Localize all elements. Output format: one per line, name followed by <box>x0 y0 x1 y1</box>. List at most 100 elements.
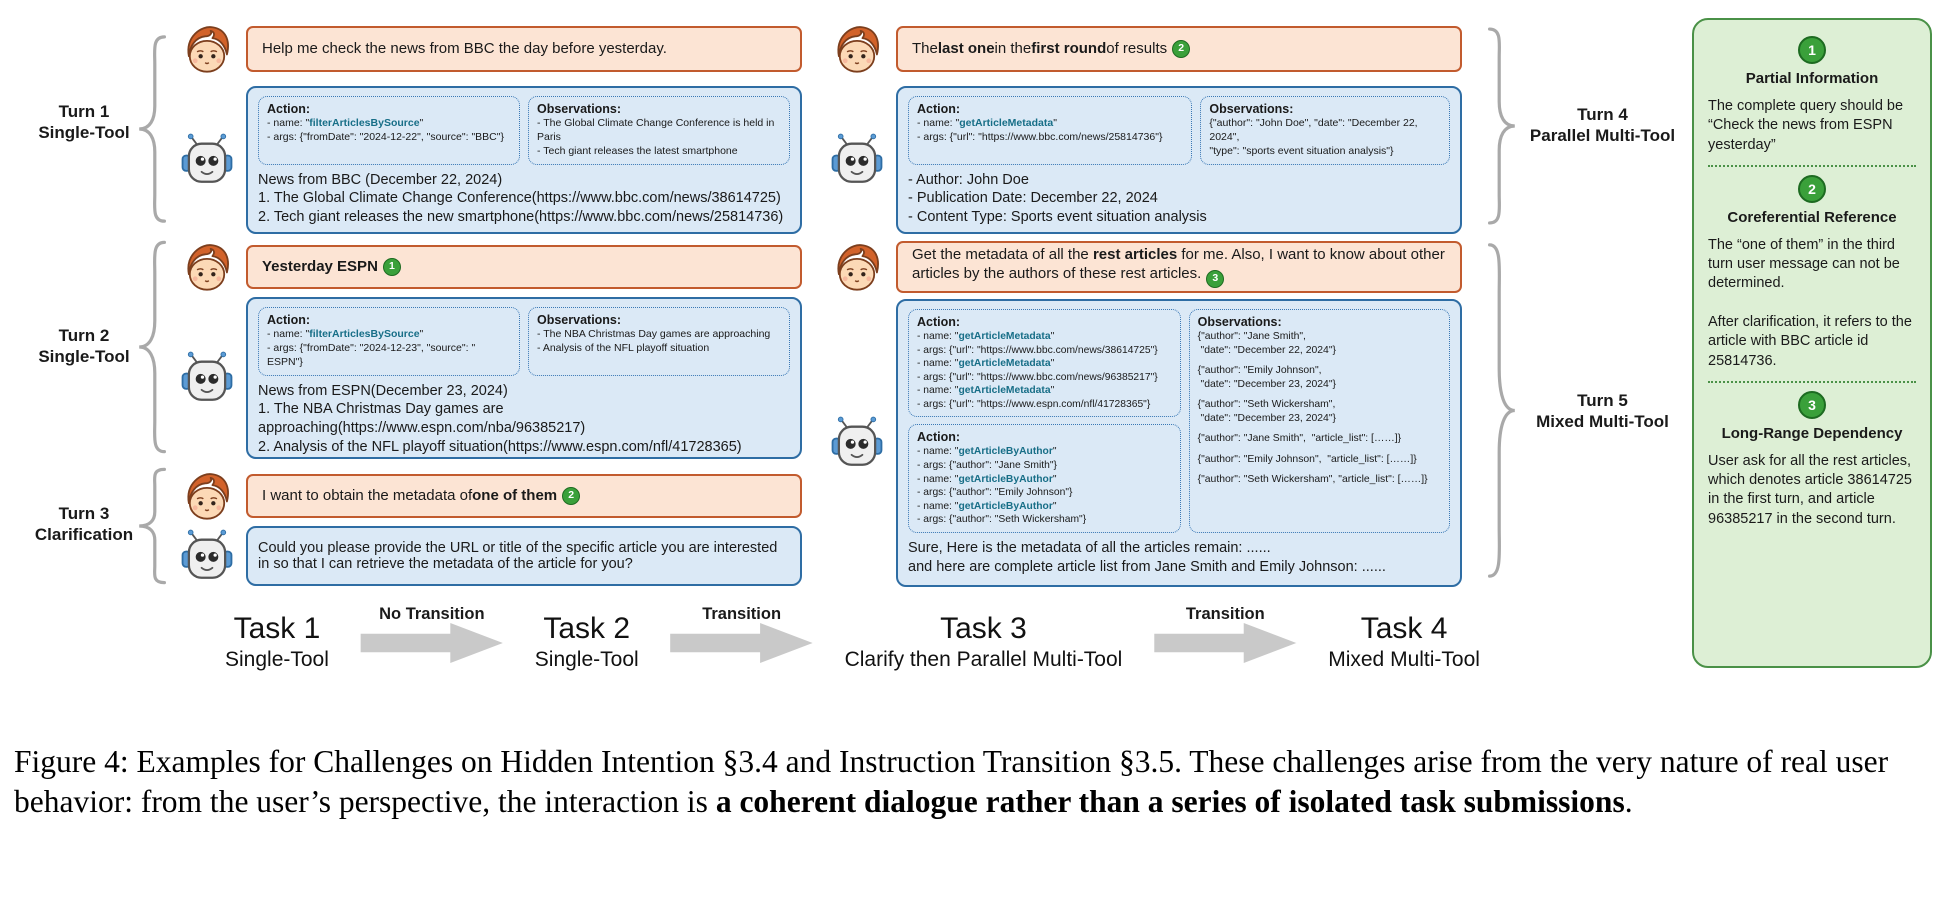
bot-avatar <box>178 131 236 189</box>
turn3-label-line2: Clarification <box>34 525 134 545</box>
task-2: Task 2 Single-Tool <box>535 612 639 672</box>
observation-entry: {"author": "Seth Wickersham", "date": "D… <box>1197 399 1336 424</box>
turn2-label-line1: Turn 2 <box>58 326 110 345</box>
action-line: - name: "getArticleMetadata" <box>917 358 1055 370</box>
task-4-title: Task 4 <box>1360 612 1448 646</box>
turn5-label-line2: Mixed Multi-Tool <box>1536 412 1669 432</box>
tool-name: filterArticlesBySource <box>309 117 420 129</box>
turn4-bot-row: Action: - name: "getArticleMetadata" - a… <box>828 86 1462 234</box>
observations-header: Observations: <box>1197 315 1282 329</box>
turn1-label-line1: Turn 1 <box>58 102 110 121</box>
user-avatar-icon <box>178 238 236 296</box>
user-avatar-icon <box>828 238 886 296</box>
task-1-subtitle: Single-Tool <box>225 647 329 671</box>
turn3-user-bold: one of them <box>472 486 558 504</box>
action-line: - args: {"url": "https://www.espn.com/nf… <box>917 398 1151 410</box>
turn1-assistant-box: Action: - name: "filterArticlesBySource"… <box>246 86 802 234</box>
observation-line: - Tech giant releases the latest smartph… <box>537 144 738 157</box>
turn1-user-row: Help me check the news from BBC the day … <box>178 26 802 72</box>
challenge-body-1: The complete query should be “Check the … <box>1708 98 1904 153</box>
turn2-label: Turn 2 Single-Tool <box>14 325 154 368</box>
user-avatar-icon <box>178 467 236 525</box>
turn5-label: Turn 5 Mixed Multi-Tool <box>1520 390 1685 433</box>
challenge-title-2: Coreferential Reference <box>1727 208 1897 226</box>
turn2-observations-box: Observations: - The NBA Christmas Day ga… <box>528 307 790 376</box>
observations-header: Observations: <box>537 313 622 327</box>
turn3-assistant-reply: Could you please provide the URL or titl… <box>258 540 778 572</box>
observation-entry: {"author": "Jane Smith", "article_list":… <box>1197 433 1402 445</box>
user-avatar <box>828 20 886 78</box>
caption-bold-text: a coherent dialogue rather than a series… <box>715 784 1625 820</box>
observations-header: Observations: <box>537 102 622 116</box>
action-line: - args: {"fromDate": "2024-12-23", "sour… <box>267 341 479 368</box>
bot-avatar-icon <box>178 349 236 407</box>
challenge-number-3: 3 <box>1798 390 1826 419</box>
action-line: - args: {"author": "Jane Smith"} <box>917 460 1057 472</box>
turn4-action-box: Action: - name: "getArticleMetadata" - a… <box>908 96 1193 165</box>
turn3-label: Turn 3 Clarification <box>14 503 154 546</box>
challenge-title-1: Partial Information <box>1745 70 1879 87</box>
turn3-user-text: I want to obtain the metadata of <box>262 486 473 504</box>
turn3-assistant-box: Could you please provide the URL or titl… <box>246 526 802 586</box>
user-avatar-icon <box>828 20 886 78</box>
action-line: - name: "filterArticlesBySource" <box>267 328 424 340</box>
transition-arrow-2-label: Transition <box>702 605 782 623</box>
turn4-assistant-reply: - Author: John Doe - Publication Date: D… <box>908 171 1207 226</box>
action-line: - args: {"url": "https://www.bbc.com/new… <box>917 130 1163 143</box>
tool-name: getArticleMetadata <box>958 331 1051 342</box>
action-line: - args: {"url": "https://www.bbc.com/new… <box>917 371 1158 383</box>
panel-divider <box>1708 380 1916 383</box>
action-line: - name: "getArticleMetadata" <box>917 117 1057 129</box>
observation-line: {"author": "John Doe", "date": "December… <box>1209 117 1418 157</box>
challenge-badge-2: 2 <box>562 487 581 505</box>
turn5-user-message: Get the metadata of all the rest article… <box>896 241 1462 293</box>
bot-avatar-icon <box>178 527 236 585</box>
task-1-title: Task 1 <box>233 612 321 646</box>
task-2-subtitle: Single-Tool <box>534 647 639 671</box>
turn3-user-message: I want to obtain the metadata of one of … <box>246 474 802 518</box>
action-line: - args: {"author": "Emily Johnson"} <box>917 487 1073 499</box>
turn3-user-row: I want to obtain the metadata of one of … <box>178 474 802 518</box>
turn1-brace <box>132 33 168 225</box>
turn1-observations-box: Observations: - The Global Climate Chang… <box>528 96 790 165</box>
challenge-number-1: 1 <box>1798 36 1826 64</box>
turn4-assistant-box: Action: - name: "getArticleMetadata" - a… <box>896 86 1462 234</box>
turn5-bot-row: Action: - name: "getArticleMetadata" - a… <box>828 299 1462 587</box>
transition-arrow-2: Transition <box>670 605 813 663</box>
turn1-label: Turn 1 Single-Tool <box>14 101 154 144</box>
task-3-subtitle: Clarify then Parallel Multi-Tool <box>844 647 1123 671</box>
task-3-title: Task 3 <box>940 612 1027 646</box>
user-avatar <box>178 20 236 78</box>
turn5-user-text: Get the metadata of all the rest article… <box>912 246 1446 288</box>
action-line: - name: "getArticleByAuthor" <box>917 473 1057 485</box>
turn1-user-message: Help me check the news from BBC the day … <box>246 26 802 72</box>
bot-avatar-icon <box>828 414 886 472</box>
observation-line: - Analysis of the NFL playoff situation <box>537 341 710 354</box>
action-header: Action: <box>917 315 961 329</box>
tool-name: getArticleMetadata <box>959 117 1054 129</box>
turn1-bot-row: Action: - name: "filterArticlesBySource"… <box>178 86 802 234</box>
turn3-label-line1: Turn 3 <box>58 504 110 523</box>
task-1: Task 1 Single-Tool <box>225 612 329 672</box>
bot-avatar <box>178 349 236 407</box>
turn3-brace <box>132 467 168 585</box>
tool-name: getArticleMetadata <box>958 358 1051 370</box>
transition-arrow-3-label: Transition <box>1185 605 1265 623</box>
turn2-user-row: Yesterday ESPN 1 <box>178 245 802 289</box>
bot-avatar <box>828 414 886 472</box>
action-header: Action: <box>267 102 311 116</box>
turn3-bot-row: Could you please provide the URL or titl… <box>178 526 802 586</box>
action-line: - name: "getArticleByAuthor" <box>917 446 1057 458</box>
turn1-user-text: Help me check the news from BBC the day … <box>262 39 667 57</box>
turn2-assistant-reply: News from ESPN(December 23, 2024) 1. The… <box>258 382 742 456</box>
panel-divider <box>1708 164 1916 167</box>
arrow-right-icon <box>670 623 813 663</box>
user-avatar <box>828 238 886 296</box>
turn5-user-row: Get the metadata of all the rest article… <box>828 241 1462 293</box>
turn2-assistant-box: Action: - name: "filterArticlesBySource"… <box>246 297 802 459</box>
observations-header: Observations: <box>1209 102 1294 116</box>
bot-avatar <box>178 527 236 585</box>
challenge-number-2: 2 <box>1798 174 1826 203</box>
task-4-subtitle: Mixed Multi-Tool <box>1328 647 1480 671</box>
